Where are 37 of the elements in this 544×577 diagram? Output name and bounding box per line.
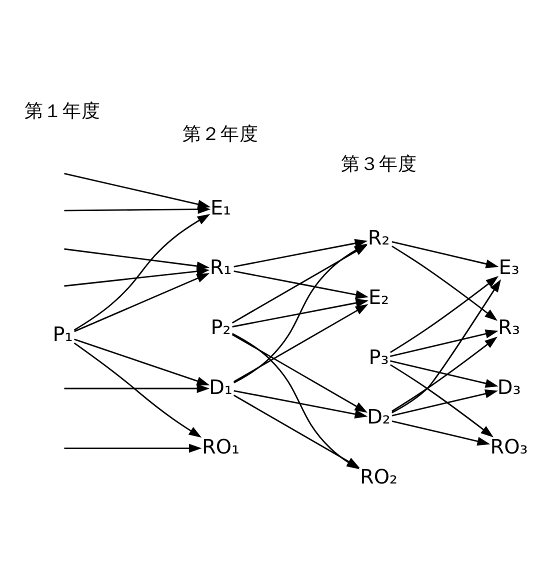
arrow <box>392 389 498 416</box>
node-text: D₁ <box>209 376 232 399</box>
arrow <box>390 276 499 354</box>
arrow <box>232 334 368 413</box>
node-text: RO₂ <box>360 465 398 488</box>
label: 第３年度 <box>340 154 417 175</box>
arrow <box>234 390 368 419</box>
node-text: RO₁ <box>202 436 240 459</box>
arrow <box>392 279 502 414</box>
arrow <box>64 444 202 453</box>
arrow <box>392 246 498 321</box>
node-text: RO₃ <box>490 436 528 459</box>
arrow <box>74 338 210 393</box>
arrow <box>390 360 498 388</box>
arrow <box>392 336 498 412</box>
label: 第１年度 <box>24 101 101 122</box>
node-text: D₃ <box>497 376 521 399</box>
arrow <box>233 304 368 382</box>
node-text: R₂ <box>368 226 390 250</box>
node-text: R₁ <box>210 256 232 280</box>
label: 第２年度 <box>182 124 259 145</box>
arrow <box>392 420 490 446</box>
node-text: E₂ <box>368 286 390 310</box>
arrow <box>64 376 210 393</box>
arrow <box>392 241 499 268</box>
node-text: D₂ <box>367 406 390 429</box>
arrow <box>74 342 202 438</box>
arrow <box>232 298 369 328</box>
node-text: P₁ <box>52 323 73 346</box>
node-text: R₃ <box>498 316 520 339</box>
node-text: E₃ <box>498 256 520 280</box>
arrow <box>234 270 368 300</box>
node-text: P₃ <box>368 346 389 369</box>
arrow <box>390 364 494 438</box>
arrow <box>390 329 498 357</box>
node-text: E₁ <box>210 196 232 220</box>
node-text: P₂ <box>210 316 231 339</box>
